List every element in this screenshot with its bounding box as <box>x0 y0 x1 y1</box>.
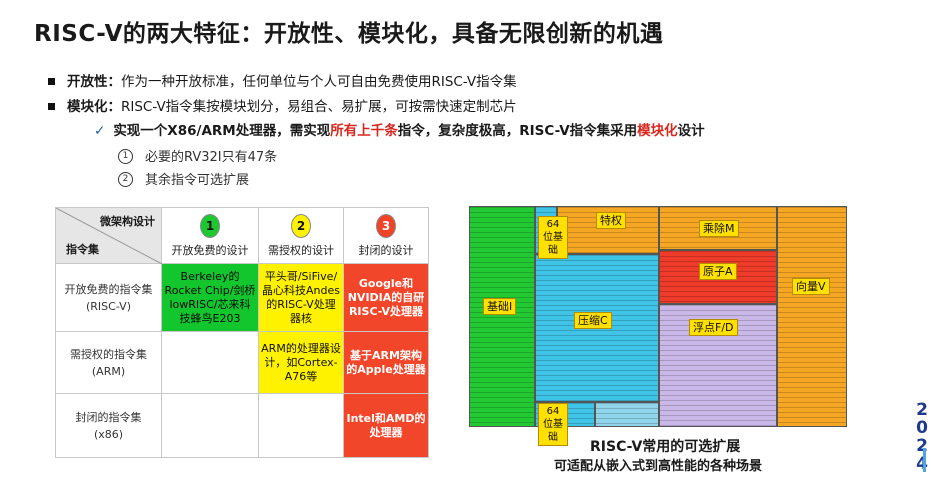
label-float: 浮点F/D <box>689 319 738 336</box>
slide-title: RISC-V的两大特征：开放性、模块化，具备无限创新的机遇 <box>34 21 664 47</box>
corner-bottom-label: 指令集 <box>66 243 99 256</box>
sub-point: ✓ 实现一个X86/ARM处理器，需实现所有上千条指令，复杂度极高，RISC-V指… <box>94 119 705 139</box>
year-accent-bar <box>923 448 926 472</box>
column-label: 开放免费的设计 <box>171 243 249 257</box>
check-icon: ✓ <box>94 123 106 139</box>
block-base-i <box>469 206 535 427</box>
sub-highlight-1: 所有上千条 <box>330 123 398 139</box>
year-watermark: 2024 <box>912 400 932 472</box>
bullet-openness: 开放性：作为一种开放标准，任何单位与个人可自由免费使用RISC-V指令集 <box>48 70 517 90</box>
number-1-icon: 1 <box>200 213 220 238</box>
row-label: 封闭的指令集 <box>75 410 142 424</box>
row-label: 开放免费的指令集 <box>64 282 153 296</box>
bullet-modularity: 模块化：RISC-V指令集按模块划分，易组合、易扩展，可按需快速定制芯片 <box>48 95 517 115</box>
label-base64-top: 64位基础 <box>538 216 568 259</box>
cell-open-licensed: 平头哥/SiFive/晶心科技Andes的RISC-V处理器核 <box>258 263 344 332</box>
row-header-x86: 封闭的指令集 (x86) <box>55 393 162 458</box>
column-header-closed: 3 封闭的设计 <box>343 207 429 264</box>
row-header-riscv: 开放免费的指令集 (RISC-V) <box>55 263 162 332</box>
row-sublabel: (RISC-V) <box>86 299 131 313</box>
sub-text-3: 设计 <box>677 123 705 139</box>
label-vector: 向量V <box>792 278 830 295</box>
bullet-text: RISC-V指令集按模块划分，易组合、易扩展，可按需快速定制芯片 <box>121 99 517 115</box>
cell-arm-licensed: ARM的处理器设计，如Cortex-A76等 <box>258 331 344 394</box>
number-2-icon: 2 <box>291 213 311 238</box>
numbered-item-2: 2 其余指令可选扩展 <box>118 169 249 188</box>
isa-design-matrix: 微架构设计 指令集 1 开放免费的设计 2 需授权的设计 3 封闭的设计 开放免费的指… <box>55 207 429 458</box>
riscv-extensions-diagram: 基础I 64位基础 特权 压缩C 64位基础 乘除M 原子A 浮点F/D 向量V <box>469 206 847 446</box>
row-label: 需授权的指令集 <box>70 347 147 361</box>
cell-x86-open <box>161 393 259 458</box>
row-header-arm: 需授权的指令集 (ARM) <box>55 331 162 394</box>
bullet-label: 开放性： <box>67 74 121 90</box>
circled-number-icon: 2 <box>118 172 133 187</box>
cell-open-open: Berkeley的Rocket Chip/剑桥lowRISC/芯来科技蜂鸟E20… <box>161 263 259 332</box>
bullet-label: 模块化： <box>67 99 121 115</box>
row-sublabel: (x86) <box>93 427 124 441</box>
bullet-text: 作为一种开放标准，任何单位与个人可自由免费使用RISC-V指令集 <box>121 74 517 90</box>
diagram-caption-subtitle: 可适配从嵌入式到高性能的各种场景 <box>554 459 763 474</box>
numbered-text: 必要的RV32I只有47条 <box>145 150 278 165</box>
table-corner-header: 微架构设计 指令集 <box>55 207 162 264</box>
square-bullet-icon <box>48 102 55 110</box>
cell-x86-licensed <box>258 393 344 458</box>
label-base64-bottom: 64位基础 <box>538 403 568 446</box>
square-bullet-icon <box>48 77 55 85</box>
label-atomic: 原子A <box>699 263 737 280</box>
label-compressed: 压缩C <box>574 312 612 329</box>
cell-arm-closed: 基于ARM架构的Apple处理器 <box>343 331 429 394</box>
numbered-text: 其余指令可选扩展 <box>145 173 250 188</box>
diagram-caption-title: RISC-V常用的可选扩展 <box>590 439 741 455</box>
diagonal-divider <box>56 208 162 264</box>
column-label: 封闭的设计 <box>358 243 414 257</box>
column-label: 需授权的设计 <box>268 243 334 257</box>
sub-text-2: 指令，复杂度极高，RISC-V指令集采用 <box>397 123 638 139</box>
label-muldiv: 乘除M <box>699 220 739 237</box>
sub-text-1: 实现一个X86/ARM处理器，需实现 <box>113 123 331 139</box>
cell-x86-closed: Intel和AMD的处理器 <box>343 393 429 458</box>
cell-open-closed: Google和NVIDIA的自研RISC-V处理器 <box>343 263 429 332</box>
cell-arm-open <box>161 331 259 394</box>
numbered-item-1: 1 必要的RV32I只有47条 <box>118 146 277 165</box>
label-base-i: 基础I <box>483 298 517 315</box>
sub-highlight-2: 模块化 <box>637 123 678 139</box>
circled-number-icon: 1 <box>118 149 133 164</box>
label-privileged: 特权 <box>596 212 626 229</box>
row-sublabel: (ARM) <box>91 364 126 378</box>
corner-top-label: 微架构设计 <box>100 215 155 228</box>
block-compressed-tail <box>595 402 659 427</box>
column-header-open: 1 开放免费的设计 <box>161 207 259 264</box>
number-3-icon: 3 <box>376 213 396 238</box>
column-header-licensed: 2 需授权的设计 <box>258 207 344 264</box>
block-vector <box>777 206 847 427</box>
